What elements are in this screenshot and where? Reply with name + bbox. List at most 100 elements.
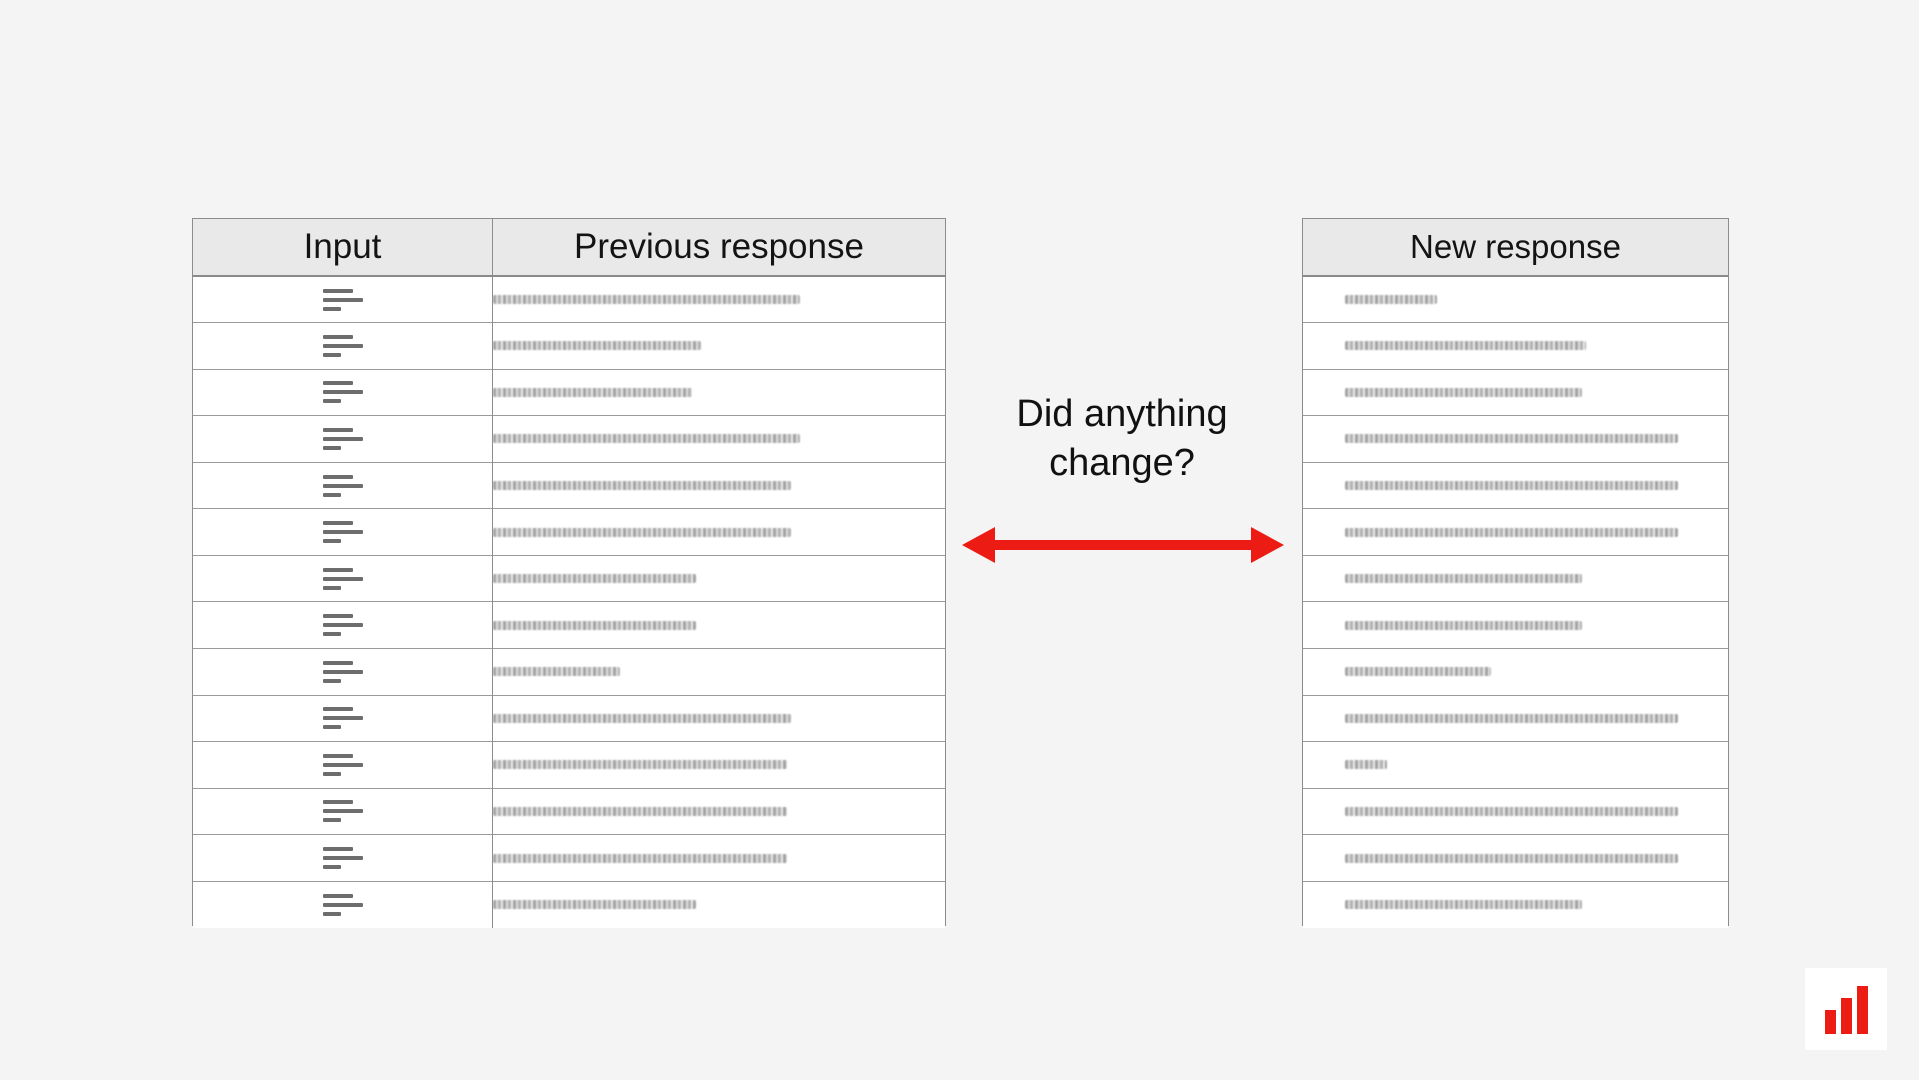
table-row[interactable]: [193, 368, 945, 416]
table-row[interactable]: [1303, 787, 1728, 835]
table-row[interactable]: [193, 461, 945, 509]
table-row[interactable]: [193, 322, 945, 370]
new-response-cell: [1303, 880, 1728, 928]
table-row[interactable]: [193, 415, 945, 463]
text-line-1: [322, 800, 353, 805]
previous-response-cell: [492, 741, 945, 789]
redacted-response-text: [493, 387, 692, 397]
table-row[interactable]: [193, 508, 945, 556]
text-line-3: [322, 678, 341, 683]
text-lines-icon: [322, 800, 363, 823]
new-response-cell: [1303, 787, 1728, 835]
new-response-cell: [1303, 275, 1728, 323]
table-row[interactable]: [1303, 508, 1728, 556]
redacted-response-text: [1345, 387, 1583, 397]
input-cell: [193, 415, 493, 463]
logo-bars: [1824, 986, 1868, 1034]
table-row[interactable]: [193, 648, 945, 696]
text-line-1: [322, 707, 353, 712]
text-line-1: [322, 567, 353, 572]
previous-response-cell: [492, 694, 945, 742]
table-row[interactable]: [1303, 741, 1728, 789]
text-line-2: [322, 297, 363, 302]
redacted-response-text: [493, 295, 801, 305]
table-row[interactable]: [1303, 275, 1728, 323]
text-lines-icon: [322, 521, 363, 544]
text-line-2: [322, 343, 363, 348]
previous-response-cell: [492, 880, 945, 928]
table-row[interactable]: [193, 275, 945, 323]
text-line-2: [322, 809, 363, 814]
table-row[interactable]: [1303, 694, 1728, 742]
new-table-header-row: New response: [1303, 219, 1728, 277]
input-cell: [193, 368, 493, 416]
bar-chart-logo: [1805, 968, 1887, 1050]
redacted-response-text: [1345, 760, 1388, 770]
text-line-2: [322, 669, 363, 674]
new-response-cell: [1303, 461, 1728, 509]
redacted-response-text: [493, 341, 701, 351]
text-line-3: [322, 539, 341, 544]
table-row[interactable]: [193, 787, 945, 835]
table-row[interactable]: [1303, 648, 1728, 696]
table-row[interactable]: [1303, 601, 1728, 649]
new-response-cell: [1303, 322, 1728, 370]
previous-response-cell: [492, 787, 945, 835]
new-response-cell: [1303, 694, 1728, 742]
text-line-1: [322, 753, 353, 758]
table-row[interactable]: [193, 694, 945, 742]
previous-response-cell: [492, 415, 945, 463]
table-row[interactable]: [1303, 415, 1728, 463]
column-header-new-response: New response: [1303, 219, 1728, 277]
previous-response-cell: [492, 648, 945, 696]
table-row[interactable]: [1303, 322, 1728, 370]
previous-response-cell: [492, 834, 945, 882]
input-cell: [193, 834, 493, 882]
text-line-2: [322, 623, 363, 628]
text-line-3: [322, 492, 341, 497]
table-row[interactable]: [1303, 461, 1728, 509]
table-row[interactable]: [1303, 554, 1728, 602]
new-response-table-grid: New response: [1303, 219, 1728, 928]
comparison-prompt-text: Did anything change?: [1016, 393, 1228, 484]
table-row[interactable]: [193, 601, 945, 649]
redacted-response-text: [1345, 434, 1679, 444]
table-row[interactable]: [193, 880, 945, 928]
text-line-1: [322, 288, 353, 293]
text-line-1: [322, 427, 353, 432]
text-line-3: [322, 818, 341, 823]
previous-response-table: Input Previous response: [192, 218, 946, 928]
table-row[interactable]: [193, 741, 945, 789]
text-line-1: [322, 893, 353, 898]
text-lines-icon: [322, 753, 363, 776]
text-lines-icon: [322, 847, 363, 870]
redacted-response-text: [1345, 527, 1679, 537]
table-row[interactable]: [1303, 880, 1728, 928]
table-row[interactable]: [193, 834, 945, 882]
text-lines-icon: [322, 567, 363, 590]
redacted-response-text: [1345, 574, 1583, 584]
input-cell: [193, 461, 493, 509]
table-row[interactable]: [1303, 368, 1728, 416]
text-lines-icon: [322, 474, 363, 497]
redacted-response-text: [493, 527, 792, 537]
text-line-2: [322, 856, 363, 861]
previous-table-header-row: Input Previous response: [193, 219, 945, 277]
table-row[interactable]: [193, 554, 945, 602]
input-cell: [193, 880, 493, 928]
new-response-cell: [1303, 601, 1728, 649]
redacted-response-text: [493, 853, 787, 863]
column-header-input: Input: [193, 219, 493, 277]
text-line-3: [322, 352, 341, 357]
logo-bar-3: [1856, 986, 1868, 1034]
text-line-2: [322, 390, 363, 395]
comparison-prompt: Did anything change?: [962, 390, 1282, 487]
table-row[interactable]: [1303, 834, 1728, 882]
redacted-response-text: [493, 760, 787, 770]
text-line-1: [322, 847, 353, 852]
previous-response-table-grid: Input Previous response: [193, 219, 945, 928]
previous-response-cell: [492, 508, 945, 556]
text-line-3: [322, 585, 341, 590]
previous-response-cell: [492, 322, 945, 370]
